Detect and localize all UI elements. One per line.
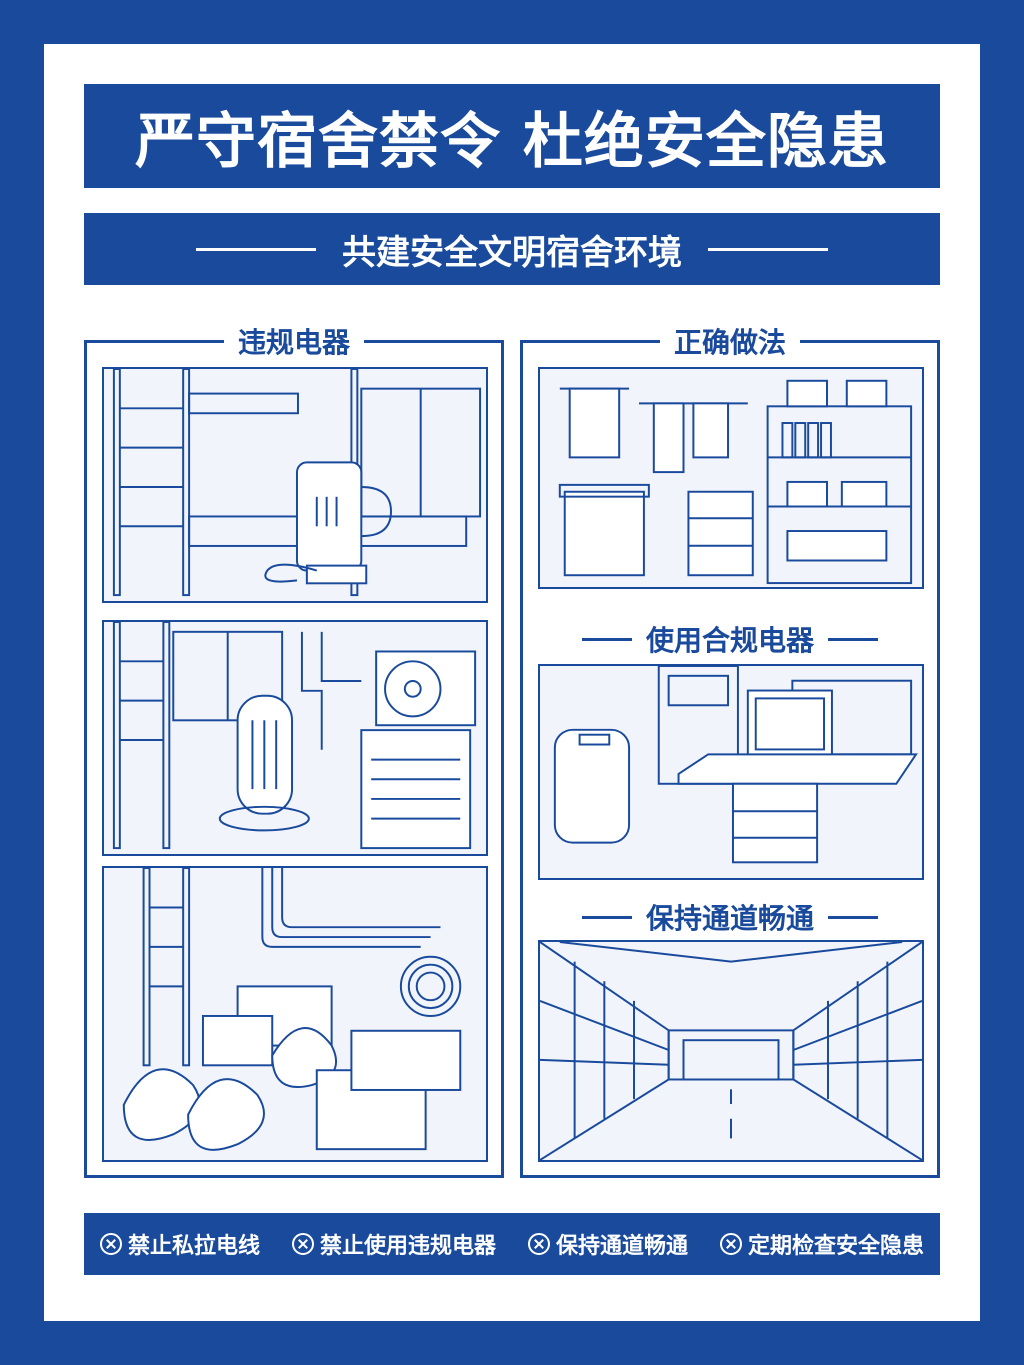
poster-title: 严守宿舍禁令 杜绝安全隐患 [84,84,940,188]
compliant-appliances-label: 使用合规电器 [645,624,815,657]
subtitle-banner: 共建安全文明宿舍环境 [84,213,940,285]
prohibit-circle-x-icon [527,1233,550,1255]
divider-line-right [708,247,828,251]
prohibit-circle-x-icon [719,1233,742,1255]
tidy-storage-illustration [538,367,924,589]
rule-label: 禁止使用违规电器 [319,1234,496,1259]
rule-label: 保持通道畅通 [555,1234,688,1259]
clear-corridor-illustration [538,940,924,1162]
rule-no-private-wiring: 禁止私拉电线 [99,1228,260,1260]
correct-practice-panel-label: 正确做法 [659,321,801,361]
dash-right [828,637,879,641]
dash-right [828,915,879,919]
rule-label: 定期检查安全隐患 [747,1234,924,1259]
office-desk-illustration [538,664,924,880]
clear-passage-label: 保持通道畅通 [645,902,815,935]
prohibit-circle-x-icon [99,1233,122,1255]
divider-line-left [196,247,316,251]
rule-keep-passage-clear: 保持通道畅通 [527,1228,688,1260]
dorm-kettle-illustration [102,367,488,603]
violation-panel-label: 违规电器 [223,321,365,361]
dash-left [581,915,632,919]
poster-subtitle: 共建安全文明宿舍环境 [342,232,682,273]
section-label-clear-passage: 保持通道畅通 [568,897,892,937]
dash-left [581,637,632,641]
rule-no-illegal-appliances: 禁止使用违规电器 [291,1228,496,1260]
rule-regular-inspection: 定期检查安全隐患 [719,1228,924,1260]
prohibit-circle-x-icon [291,1233,314,1255]
section-label-compliant-appliances: 使用合规电器 [568,619,892,659]
clutter-wires-illustration [102,866,488,1162]
heater-ac-illustration [102,620,488,856]
footer-rules-bar: 禁止私拉电线 禁止使用违规电器 保持通道畅通 定期检查安全隐患 [84,1213,940,1275]
rule-label: 禁止私拉电线 [127,1234,260,1259]
